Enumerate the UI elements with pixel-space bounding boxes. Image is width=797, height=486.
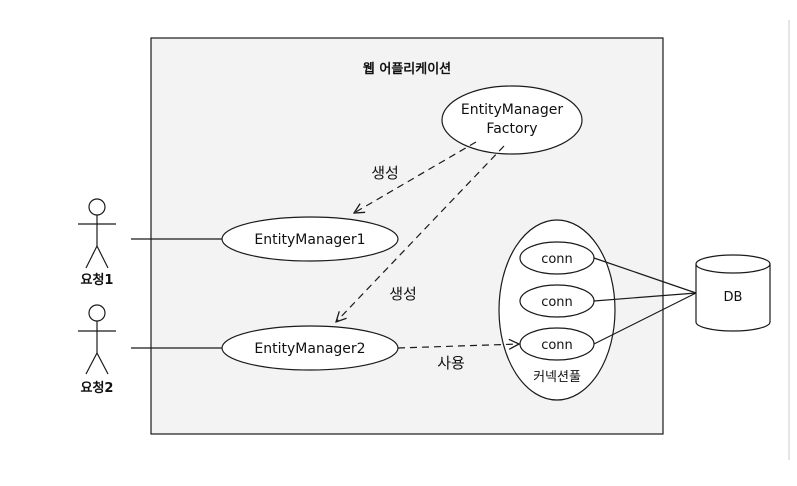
create-label-2: 생성 [389,285,417,303]
conn-db-link-3 [593,292,697,345]
actor-1-label: 요청1 [81,272,114,288]
conn-db-link-2 [593,292,697,302]
entity-manager-2-label: EntityManager2 [254,341,365,357]
use-label: 사용 [437,354,465,372]
actor-2-label: 요청2 [81,380,114,396]
database-label: DB [724,290,743,305]
create-label-1: 생성 [371,164,399,182]
web-application-title: 웹 어플리케이션 [363,61,451,77]
conn-label-3: conn [541,338,573,353]
factory-label-line1: EntityManager [461,102,563,118]
actor-2-figure [78,304,116,375]
connection-pool-label: 커넥션풀 [533,370,581,385]
use-arrow [397,344,519,348]
create-arrow-2 [336,145,505,322]
database-cylinder [695,254,771,332]
entity-manager-factory-node [441,85,583,155]
conn-db-link-1 [593,257,697,294]
conn-label-2: conn [541,295,573,310]
conn-label-1: conn [541,252,573,267]
actor-1-figure [78,198,116,269]
factory-label-line2: Factory [486,121,537,137]
entity-manager-1-label: EntityManager1 [254,232,365,248]
